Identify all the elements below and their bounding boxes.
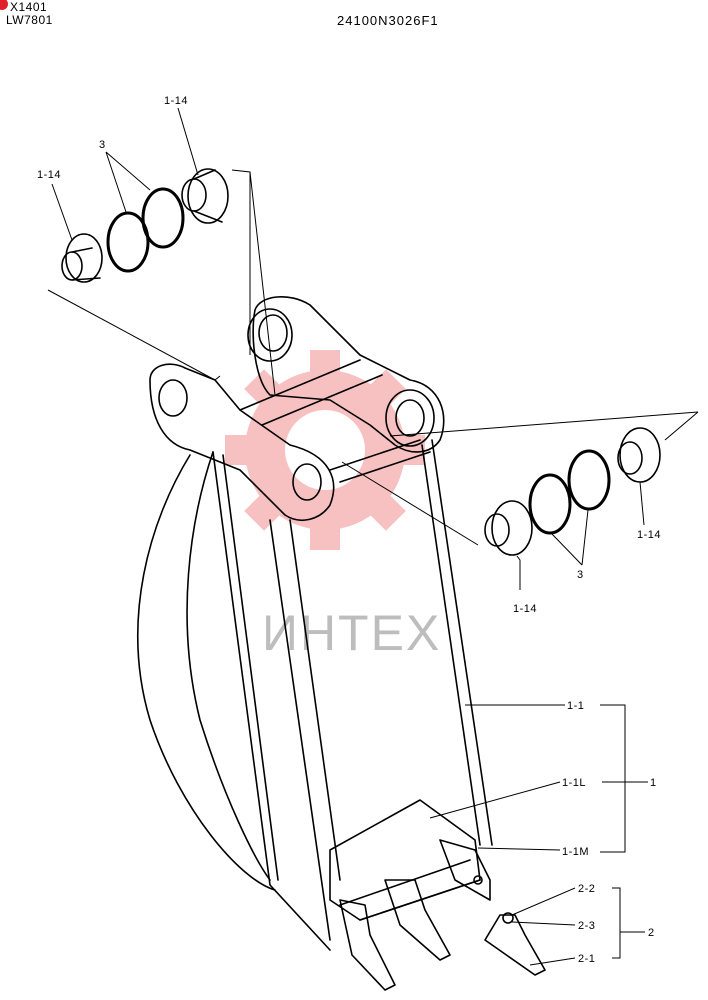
callout-body-l: 1-1L xyxy=(562,777,586,789)
bushing-left xyxy=(61,233,103,283)
callout-bushing-top: 1-14 xyxy=(164,95,188,107)
oring-left-1 xyxy=(106,211,150,273)
tooth-point-part xyxy=(484,912,546,976)
callout-assembly-1: 1 xyxy=(650,777,657,789)
oring-left-2 xyxy=(141,187,185,249)
callout-bushing-right-top: 1-14 xyxy=(637,529,661,541)
callout-tooth-pin: 2-2 xyxy=(578,883,595,895)
bushing-top xyxy=(181,168,229,224)
callout-assembly-2: 2 xyxy=(648,927,655,939)
oring-right-1 xyxy=(528,473,572,535)
bushing-right-top xyxy=(617,427,661,483)
leader-lines xyxy=(47,107,699,966)
callout-body-m: 1-1M xyxy=(562,846,589,858)
drawing-code: 24100N3026F1 xyxy=(337,13,439,28)
callout-bushing-left: 1-14 xyxy=(37,169,61,181)
callout-tooth-point: 2-1 xyxy=(578,953,595,965)
callout-oring-left: 3 xyxy=(99,139,106,151)
callout-tooth-lock: 2-3 xyxy=(578,920,595,932)
bucket-body xyxy=(137,295,493,951)
callout-bushing-right-bottom: 1-14 xyxy=(513,603,537,615)
watermark-gear-icon xyxy=(225,350,425,550)
watermark-text: ИНТЕХ xyxy=(262,605,441,661)
bucket-teeth xyxy=(339,839,491,991)
model-number: X1401 xyxy=(10,0,48,14)
callout-oring-right: 3 xyxy=(577,569,584,581)
series-number: LW7801 xyxy=(6,13,53,27)
bushing-right-bottom xyxy=(484,500,533,556)
oring-right-2 xyxy=(567,449,611,511)
callout-body: 1-1 xyxy=(567,700,584,712)
brand-logo-icon xyxy=(0,0,8,10)
